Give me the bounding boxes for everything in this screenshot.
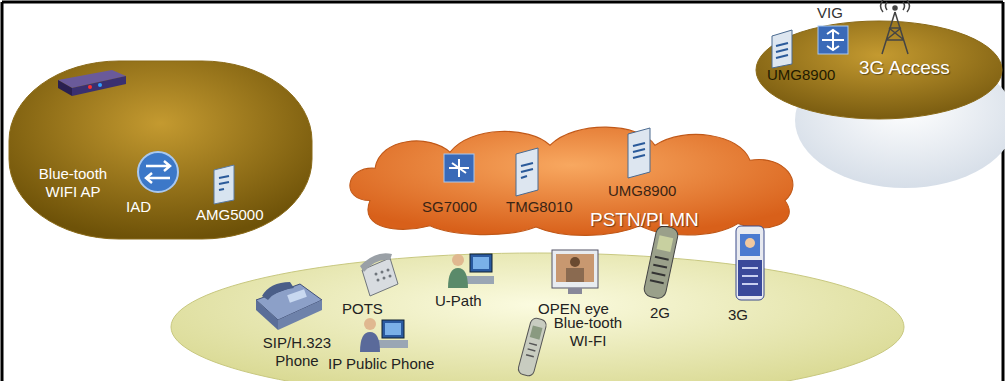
umg-icon: [628, 128, 650, 178]
region-outline: [9, 61, 312, 239]
device-label: SIP/H.323 Phone: [258, 334, 336, 370]
sg-icon: [444, 154, 474, 182]
frame-line: [1002, 2, 1005, 381]
region-outline: [171, 253, 904, 381]
device-label: Blue-tooth WI-FI: [548, 314, 628, 350]
frame-line: [1, 2, 4, 381]
network-cloud: SG7000 TMG8010 UMG8900PSTN/PLMN: [340, 120, 805, 235]
upath-icon: [448, 254, 494, 288]
device-label: AMG5000: [196, 206, 264, 224]
network-label: PSTN/PLMN: [590, 208, 699, 231]
cloud-shape: [340, 120, 805, 235]
vig-icon: [818, 26, 848, 54]
device-label: Blue-tooth WIFI AP: [33, 165, 113, 201]
device-label: SG7000: [422, 198, 477, 216]
device-label: U-Path: [435, 292, 482, 310]
region-ellipse: [8, 60, 313, 240]
iad-icon: [138, 152, 178, 192]
network-label: 3G Access: [859, 56, 950, 79]
region-outline: [756, 21, 1002, 119]
3g-phone-icon: [736, 226, 764, 300]
ip-public-phone-icon: [360, 318, 408, 352]
umg-icon: [772, 30, 792, 68]
region-node: Blue-tooth WIFI AP IAD AMG5000: [8, 60, 313, 240]
device-label: IAD: [126, 198, 151, 216]
openeye-icon: [552, 250, 598, 294]
amg-icon: [214, 165, 234, 204]
device-label: POTS: [342, 300, 383, 318]
device-label: VIG: [817, 4, 843, 22]
tmg-icon: [516, 148, 538, 196]
device-label: IP Public Phone: [328, 355, 434, 373]
region-outline: [350, 127, 793, 235]
frame-line: [2, 1, 1003, 4]
device-label: UMG8900: [608, 182, 676, 200]
device-label: TMG8010: [506, 198, 573, 216]
device-label: UMG8900: [767, 66, 835, 84]
device-label: 2G: [650, 304, 670, 322]
device-label: 3G: [728, 306, 748, 324]
